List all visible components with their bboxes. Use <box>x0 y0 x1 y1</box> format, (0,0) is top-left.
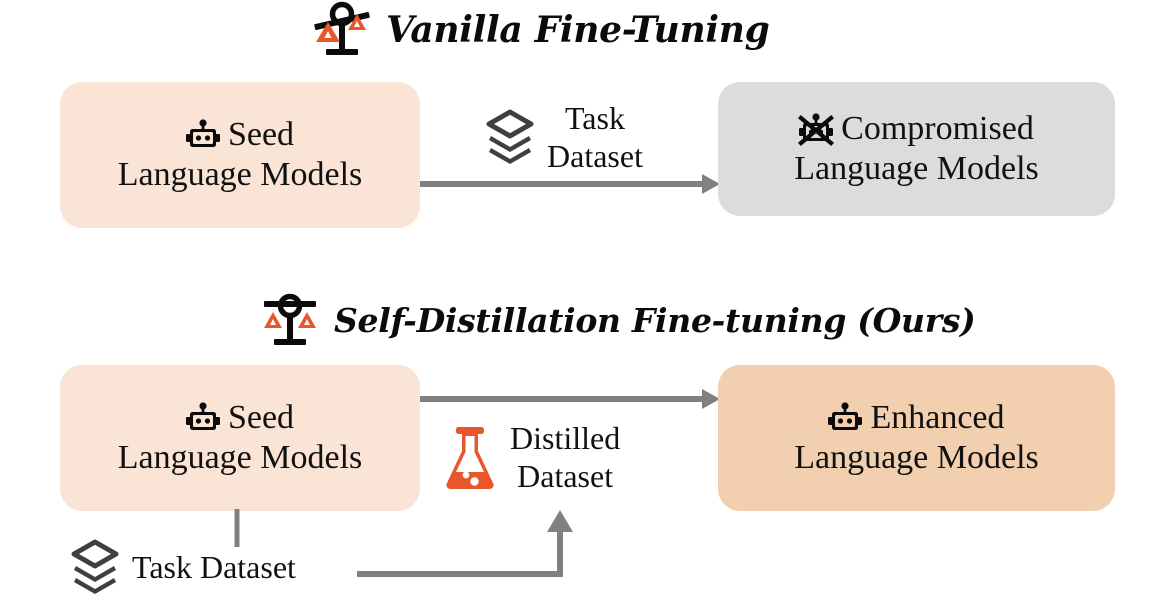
section-title-label: Vanilla Fine-Tuning <box>386 9 770 51</box>
node-compromised-language-models[interactable]: Compromised Language Models <box>718 82 1115 216</box>
node-text-line2: Language Models <box>117 156 363 193</box>
node-text-line1: Seed <box>227 398 295 436</box>
connector-seed-to-task-dataset <box>233 509 241 547</box>
node-text-line1: Compromised <box>841 109 1034 147</box>
node-line-secondary: Language Models <box>118 155 363 195</box>
middle-text-line2: Dataset <box>517 457 614 494</box>
node-seed-language-models-vanilla[interactable]: Seed Language Models <box>60 82 420 228</box>
node-text-line1: Seed <box>227 115 295 153</box>
node-seed-language-models-distill[interactable]: Seed Language Models <box>60 365 420 511</box>
node-text-line1: Enhanced <box>870 398 1005 436</box>
section-title-self-distillation: Self-Distillation Fine-tuning (Ours) <box>258 292 976 348</box>
robot-icon <box>185 119 220 151</box>
arrow-seed-to-compromised <box>418 170 724 198</box>
node-text-line2: Language Models <box>117 439 363 476</box>
node-text-line2: Language Models <box>794 439 1039 476</box>
section-title-vanilla: Vanilla Fine-Tuning <box>310 1 770 58</box>
middle-label-task-dataset-vanilla: Task Dataset <box>486 100 643 176</box>
balanced-scale-icon <box>258 292 322 348</box>
middle-text-line2: Dataset <box>547 137 643 174</box>
node-line-secondary: Language Models <box>794 438 1039 478</box>
node-line-secondary: Language Models <box>118 438 363 478</box>
bottom-label-task-dataset: Task Dataset <box>71 539 296 596</box>
arrow-task-dataset-to-flask <box>355 508 585 588</box>
layers-icon <box>71 539 119 596</box>
node-line-secondary: Language Models <box>794 149 1039 189</box>
arrow-seed-to-enhanced <box>418 385 724 413</box>
layers-icon <box>486 109 534 166</box>
middle-label-text: Distilled Dataset <box>510 420 620 496</box>
flask-icon <box>444 425 496 491</box>
robot-crossed-out-icon <box>798 113 835 146</box>
bottom-label-text: Task Dataset <box>132 549 296 586</box>
middle-text-line1: Distilled <box>510 420 621 456</box>
node-line-primary: Seed <box>185 398 295 438</box>
node-line-primary: Seed <box>185 115 295 155</box>
node-line-primary: Enhanced <box>828 398 1005 438</box>
robot-icon <box>828 402 863 434</box>
unbalanced-scale-icon <box>310 1 374 58</box>
section-title-label: Self-Distillation Fine-tuning (Ours) <box>334 300 976 340</box>
middle-text-line1: Task <box>564 100 625 136</box>
middle-label-distilled-dataset: Distilled Dataset <box>444 420 620 496</box>
robot-icon <box>185 402 220 434</box>
middle-label-text: Task Dataset <box>547 100 643 176</box>
node-line-primary: Compromised <box>798 109 1034 149</box>
node-enhanced-language-models[interactable]: Enhanced Language Models <box>718 365 1115 511</box>
node-text-line2: Language Models <box>794 150 1039 187</box>
